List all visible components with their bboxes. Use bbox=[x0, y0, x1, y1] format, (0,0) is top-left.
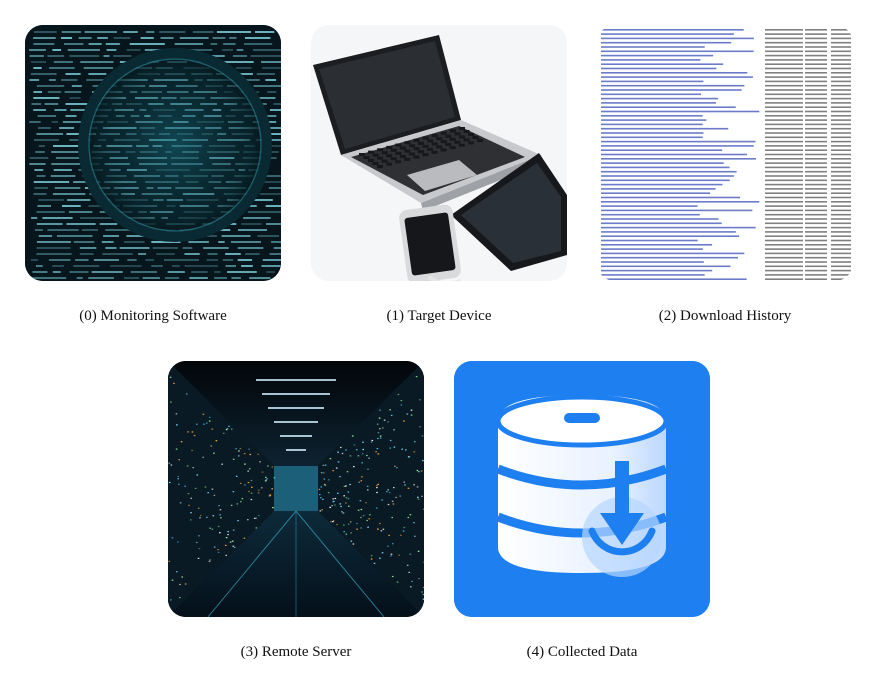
caption-collected-data: (4) Collected Data bbox=[526, 644, 638, 660]
database-download-icon bbox=[454, 361, 710, 617]
target-device-image bbox=[311, 25, 567, 281]
caption-monitoring-software: (0) Monitoring Software bbox=[79, 308, 227, 324]
caption-target-device: (1) Target Device bbox=[386, 308, 492, 324]
download-history-image bbox=[597, 25, 853, 281]
caption-remote-server: (3) Remote Server bbox=[240, 644, 352, 660]
remote-server-image bbox=[168, 361, 424, 617]
caption-download-history: (2) Download History bbox=[658, 308, 792, 324]
monitoring-software-image bbox=[25, 25, 281, 281]
